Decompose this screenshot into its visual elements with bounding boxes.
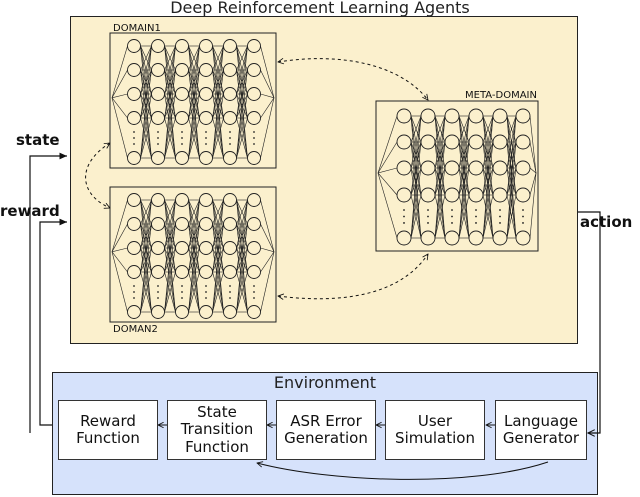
environment-title: Environment	[273, 373, 377, 392]
domain1-label: DOMAIN1	[113, 23, 161, 34]
domain1-network	[109, 32, 277, 169]
user-simulation-box: User Simulation	[385, 400, 485, 460]
reward-input-arrow	[39, 218, 67, 426]
domain2-network	[109, 186, 277, 323]
language-generator-box: Language Generator	[495, 400, 587, 460]
state-input-arrow	[29, 152, 67, 433]
state-label: state	[16, 131, 60, 149]
link-domain1-meta	[278, 59, 428, 100]
agents-title: Deep Reinforcement Learning Agents	[170, 0, 470, 17]
action-output-arrow	[578, 211, 601, 433]
neural-networks	[109, 32, 539, 323]
asr-error-box: ASR Error Generation	[276, 400, 376, 460]
link-domain1-domain2	[85, 143, 110, 208]
meta-domain-network	[375, 100, 539, 252]
action-label: action	[580, 213, 633, 231]
reward-function-box: Reward Function	[58, 400, 158, 460]
reward-label: reward	[0, 202, 60, 220]
link-domain2-meta	[278, 254, 428, 299]
arrow-language-to-state-transition	[257, 462, 549, 480]
domain2-label: DOMAN2	[113, 324, 158, 335]
connector-lines	[29, 59, 601, 480]
state-transition-box: State Transition Function	[167, 400, 267, 460]
meta-domain-label: META-DOMAIN	[465, 90, 537, 101]
